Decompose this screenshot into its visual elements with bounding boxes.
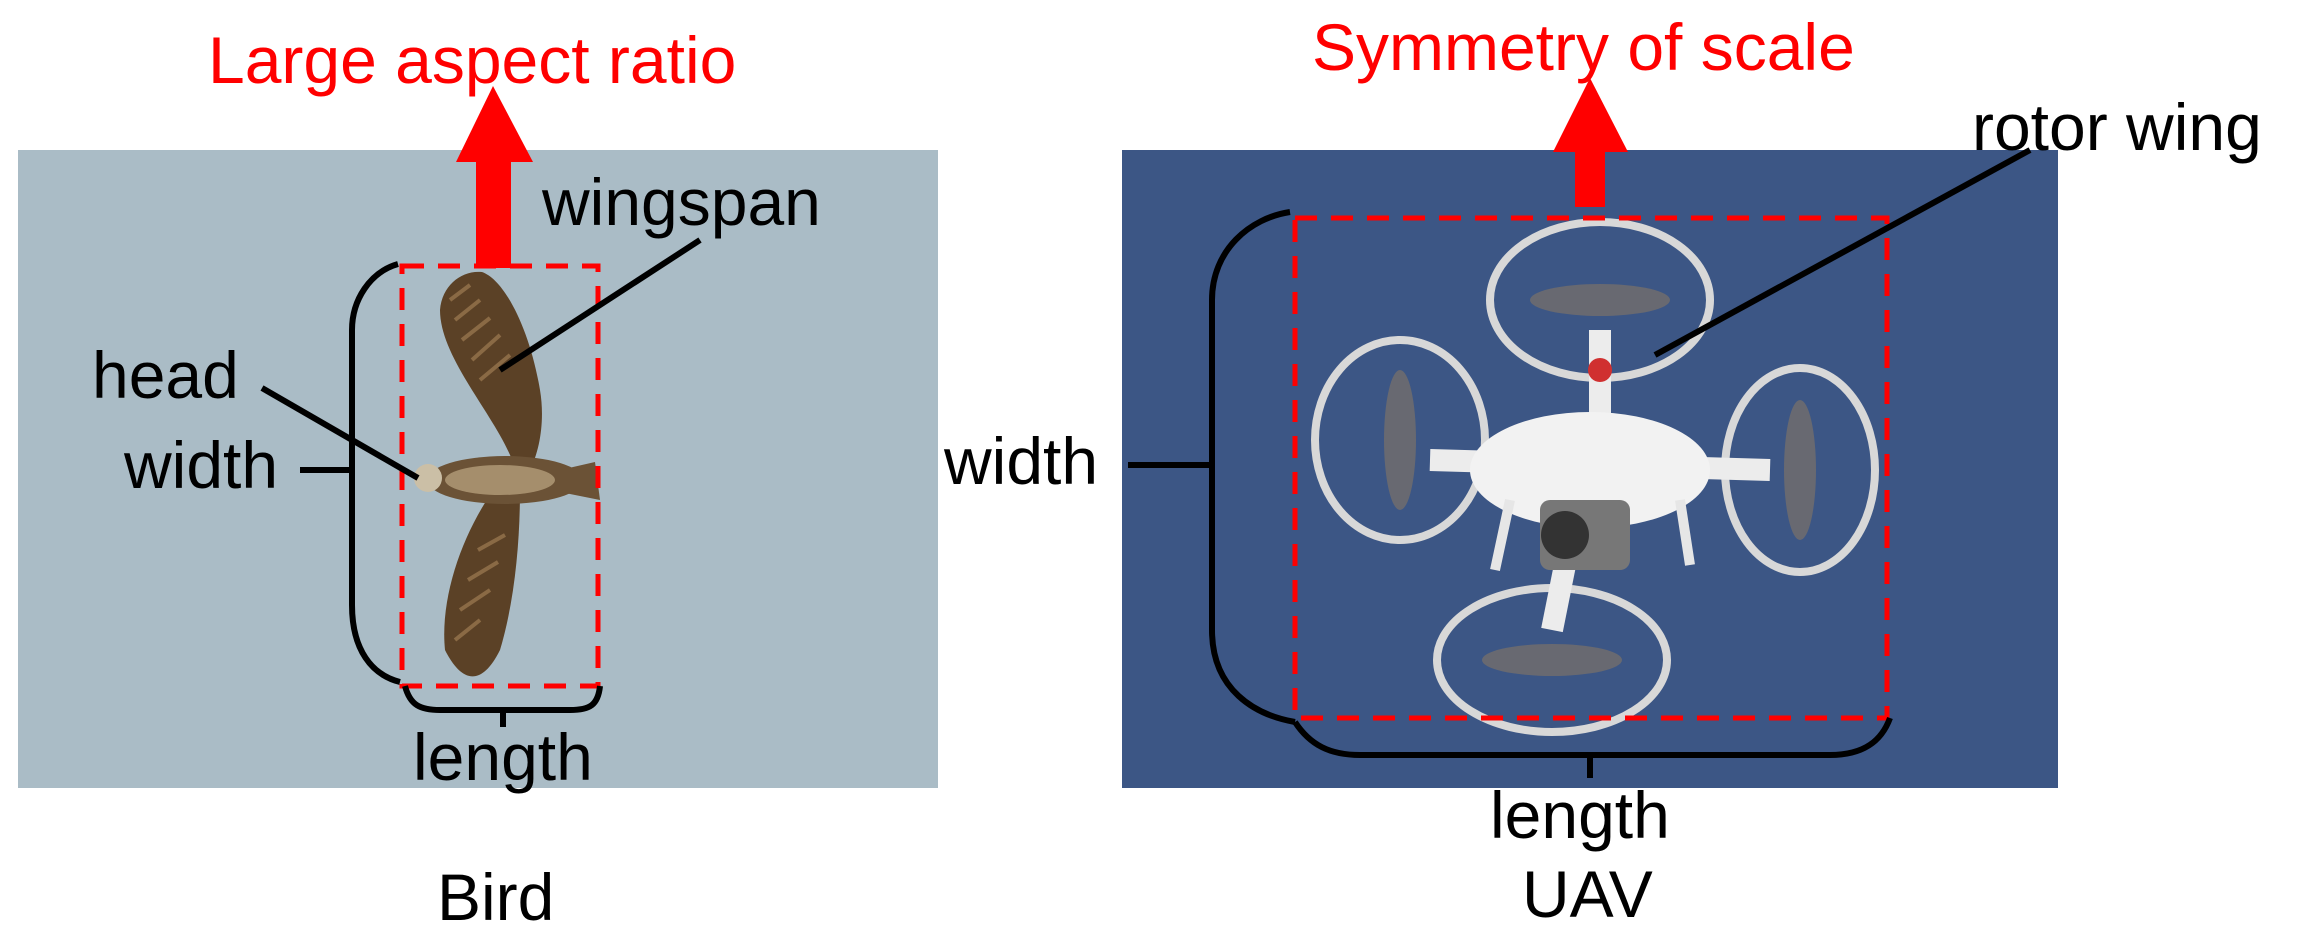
bird-panel: Large aspect ratio wingspan head width l… [18,23,938,934]
uav-photo [1311,218,1879,736]
aspect-ratio-arrow-shaft [476,160,511,268]
bird-width-label: width [123,428,278,502]
bird-panel-title: Large aspect ratio [208,23,736,97]
uav-length-label: length [1490,778,1670,852]
uav-panel: Symmetry of scale rotor wing width lengt… [943,10,2262,931]
uav-length-bracket [1292,716,1893,758]
rotor-wing-label: rotor wing [1972,90,2262,164]
head-label: head [92,338,239,412]
uav-width-bracket [1209,209,1296,725]
symmetry-arrow-shaft [1575,152,1605,207]
uav-bounding-box [1292,215,1890,721]
head-leader [260,385,420,481]
bird-caption: Bird [437,860,554,934]
uav-caption: UAV [1522,857,1653,931]
rotor-wing-leader [1653,147,2032,358]
bird-width-bracket [349,261,401,685]
bird-length-label: length [413,720,593,794]
uav-panel-title: Symmetry of scale [1312,10,1855,84]
bird-photo [414,271,600,677]
symmetry-arrow-head [1553,78,1628,152]
wingspan-leader [498,237,702,373]
aspect-ratio-arrow-head [456,86,533,162]
bird-bounding-box [399,263,601,689]
uav-width-label: width [943,424,1098,498]
wingspan-label: wingspan [541,165,821,239]
